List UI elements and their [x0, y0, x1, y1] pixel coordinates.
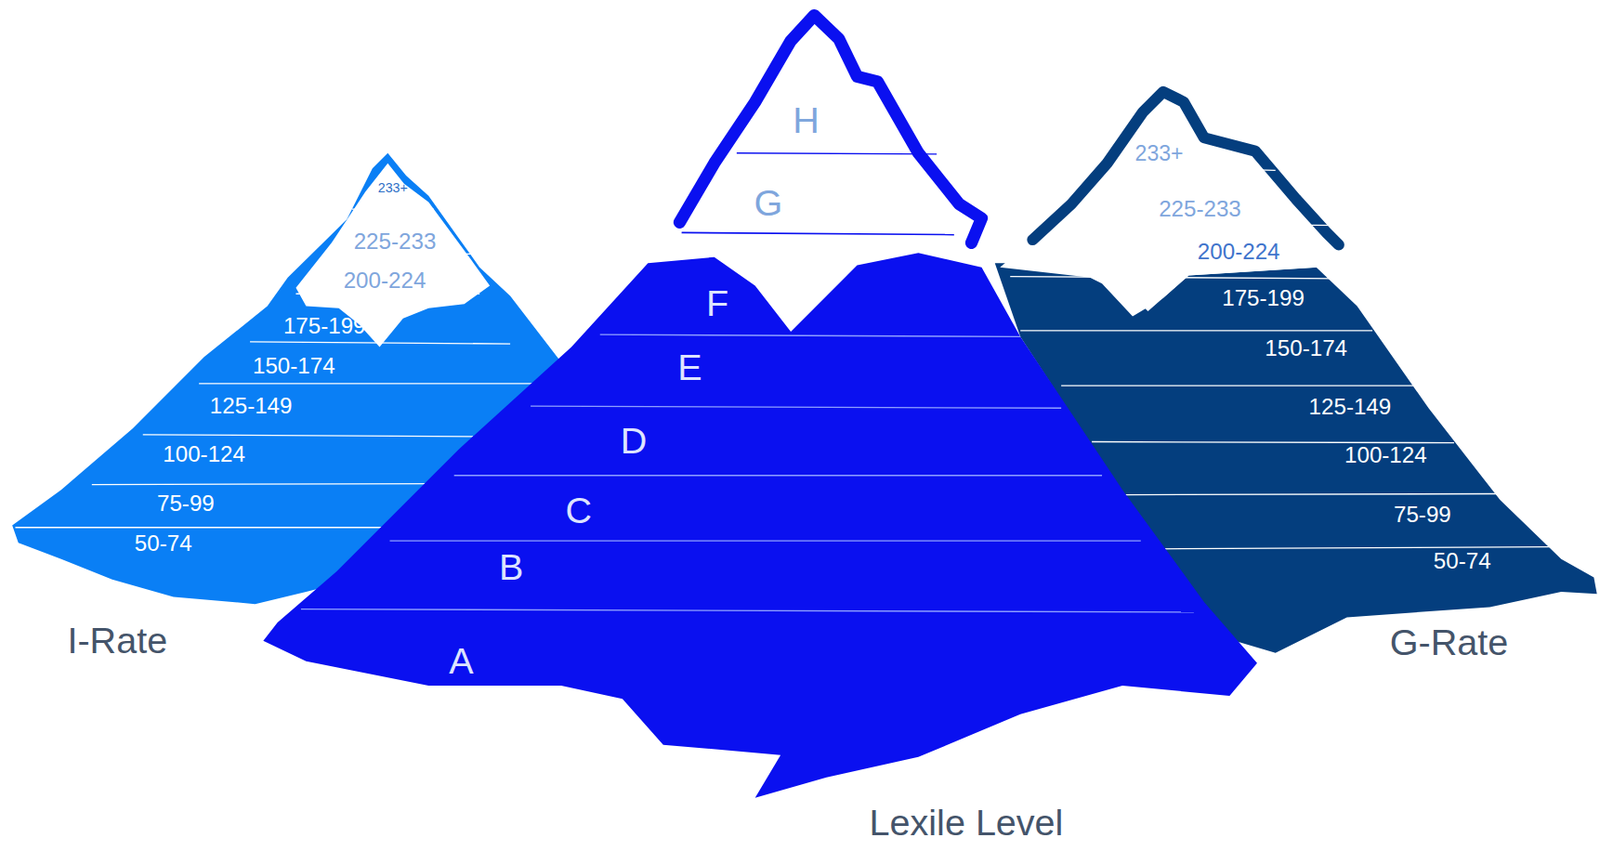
- band-line: [681, 232, 955, 235]
- mountain-title: Lexile Level: [869, 801, 1064, 842]
- peak-outline: [1032, 91, 1338, 246]
- snow-cap: [999, 91, 1339, 312]
- band-label: 125-149: [1309, 394, 1392, 420]
- mountain: 233+ 225-233 200-224 175-199 150-174 125-149 1…: [4, 143, 536, 674]
- band-label: G: [754, 183, 784, 223]
- band-label: D: [620, 420, 648, 461]
- band-label: C: [564, 489, 592, 530]
- band-label: 100-124: [162, 443, 246, 469]
- band-label: 233+: [1135, 141, 1184, 165]
- mountain: 233+ 225-233 200-224 175-199 150-174 125-149 1…: [989, 81, 1597, 695]
- band-line: [736, 153, 937, 155]
- band-label: 50-74: [1433, 549, 1492, 575]
- band-label: E: [677, 347, 702, 388]
- band-label: 225-233: [354, 229, 437, 255]
- band-label: B: [498, 547, 524, 588]
- band-label: 200-224: [1197, 239, 1281, 265]
- band-label: 100-124: [1344, 444, 1428, 470]
- band-label: 125-149: [209, 393, 293, 420]
- band-label: H: [792, 100, 820, 141]
- peak-outline: [679, 14, 982, 243]
- mountain-title: I-Rate: [66, 620, 168, 661]
- band-lines: [301, 334, 1194, 613]
- band-label: 150-174: [1264, 336, 1348, 362]
- snow-cap: [679, 14, 982, 243]
- mountain-title: G-Rate: [1390, 622, 1509, 663]
- mountain: H G FEDCB A Lexile Level: [255, 4, 1276, 847]
- band-label: F: [706, 282, 729, 323]
- band-label: 75-99: [1393, 502, 1452, 528]
- band-label: 233+: [378, 181, 408, 197]
- lexile-mountain: [262, 14, 1258, 798]
- band-label: 200-224: [343, 268, 427, 294]
- mountain-body: [262, 252, 1258, 798]
- band-label: 50-74: [134, 531, 193, 557]
- band-label: 75-99: [157, 491, 215, 517]
- band-label: 150-174: [252, 354, 336, 380]
- band-label: 175-199: [283, 314, 367, 340]
- band-label: A: [448, 641, 473, 682]
- band-label: 225-233: [1158, 196, 1242, 223]
- band-label: 175-199: [1221, 286, 1305, 312]
